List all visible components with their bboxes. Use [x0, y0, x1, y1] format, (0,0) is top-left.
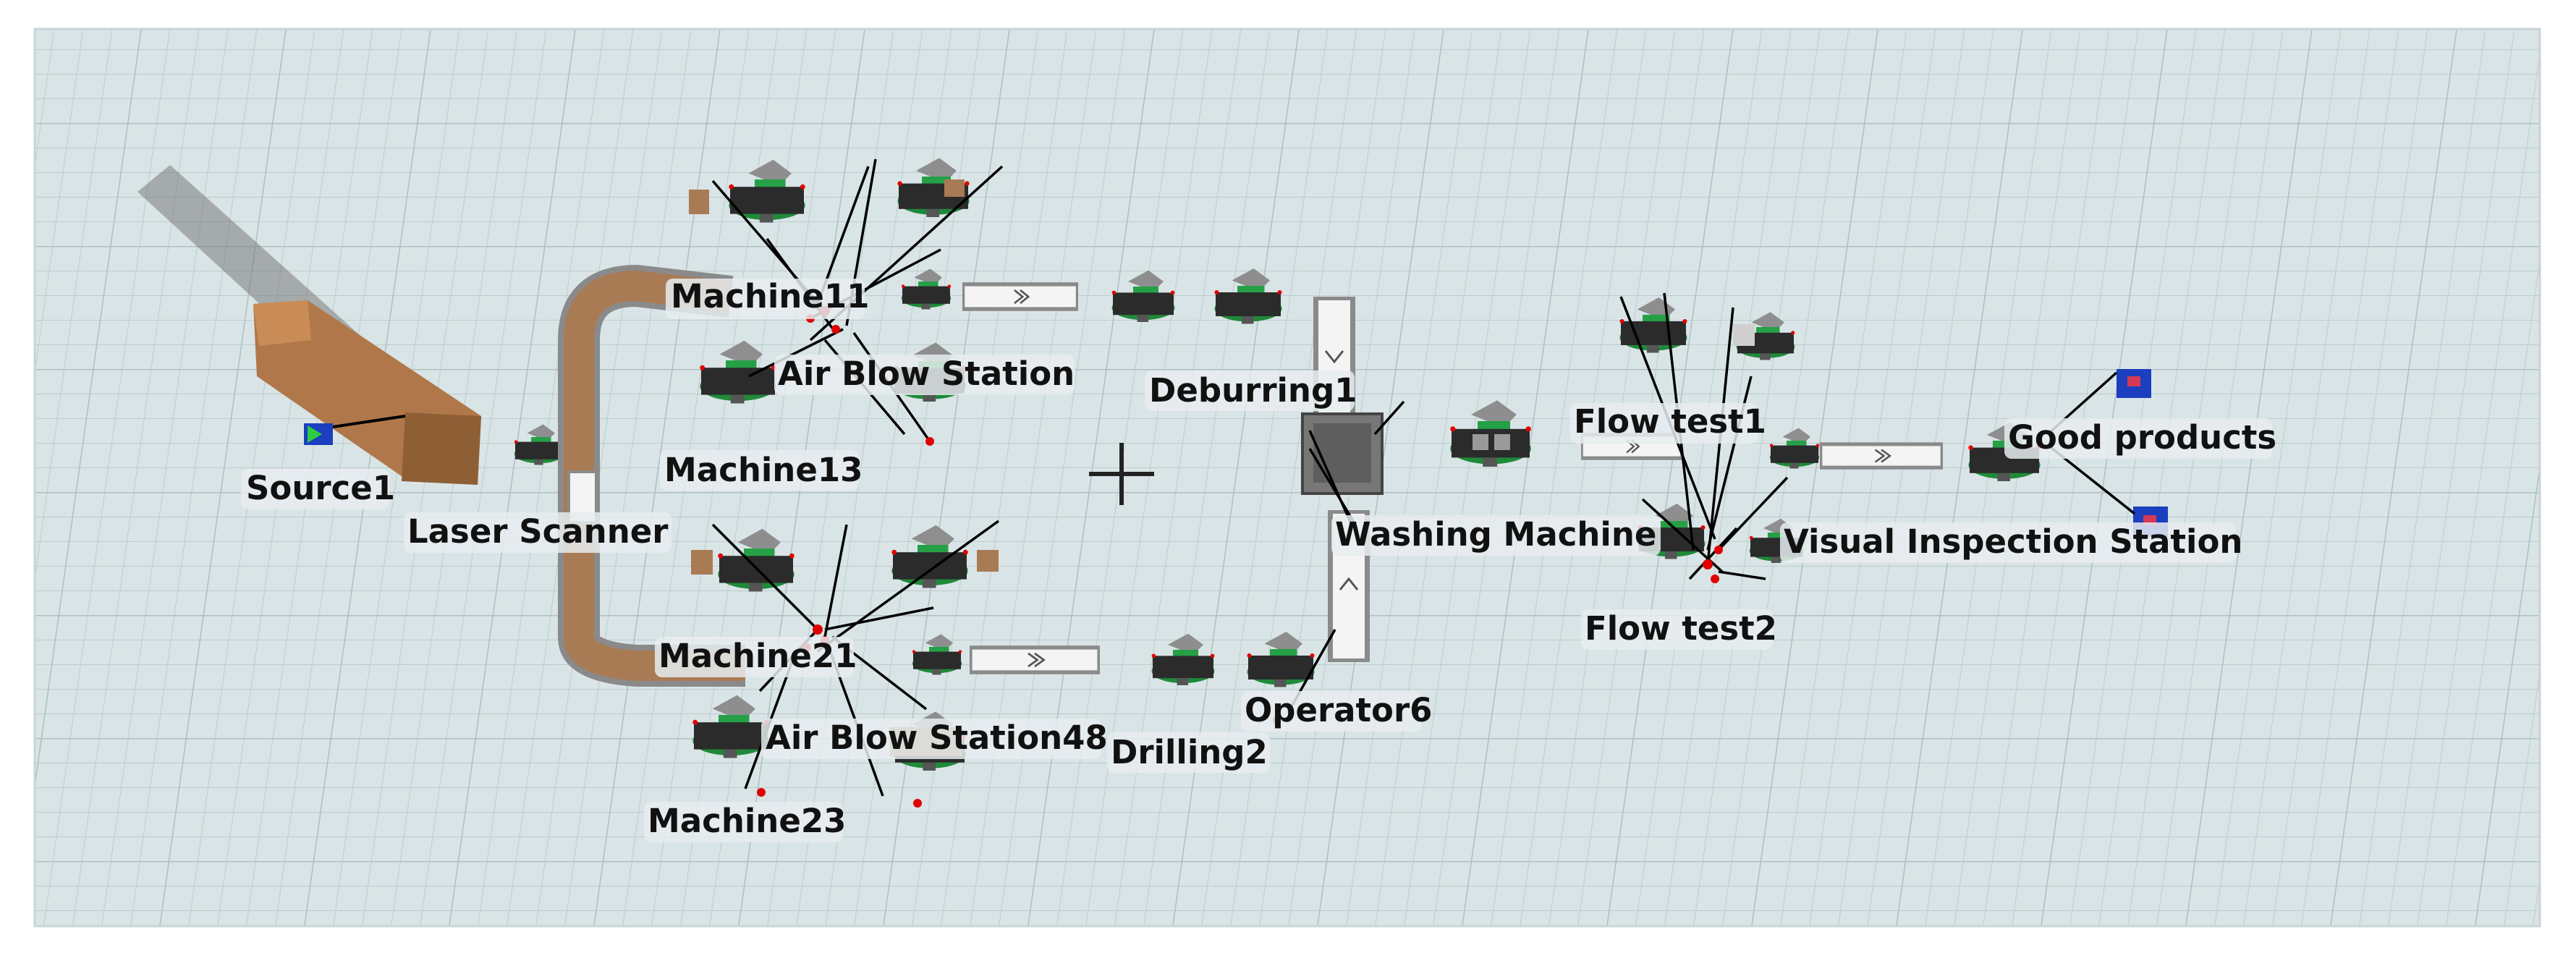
- curved-conveyor[interactable]: [558, 264, 745, 687]
- label-laser-scanner: Laser Scanner: [407, 512, 669, 551]
- label-source1: Source1: [246, 469, 395, 507]
- label-visual-inspection-station: Visual Inspection Station: [1784, 522, 2242, 561]
- label-flow-test1: Flow test1: [1574, 402, 1766, 441]
- label-machine13: Machine13: [664, 451, 863, 489]
- label-washing-machine: Washing Machine: [1335, 515, 1656, 554]
- label-machine11: Machine11: [671, 277, 869, 315]
- label-deburring1: Deburring1: [1149, 371, 1357, 410]
- label-machine21: Machine21: [658, 637, 857, 675]
- label-good-products: Good products: [2008, 418, 2276, 457]
- label-operator6: Operator6: [1245, 691, 1432, 729]
- crosshair-icon: [1089, 443, 1154, 505]
- source-object[interactable]: [137, 165, 481, 485]
- machine-group-upper[interactable]: [689, 158, 1282, 404]
- label-air-blow-station48: Air Blow Station48: [766, 719, 1108, 757]
- label-flow-test2: Flow test2: [1585, 609, 1777, 648]
- label-machine23: Machine23: [648, 802, 846, 840]
- label-air-blow-station: Air Blow Station: [778, 355, 1075, 393]
- label-drilling2: Drilling2: [1111, 733, 1268, 771]
- test-area[interactable]: [1619, 297, 2041, 563]
- object-labels: Source1 Laser Scanner Machine11 Air Blow…: [241, 277, 2276, 842]
